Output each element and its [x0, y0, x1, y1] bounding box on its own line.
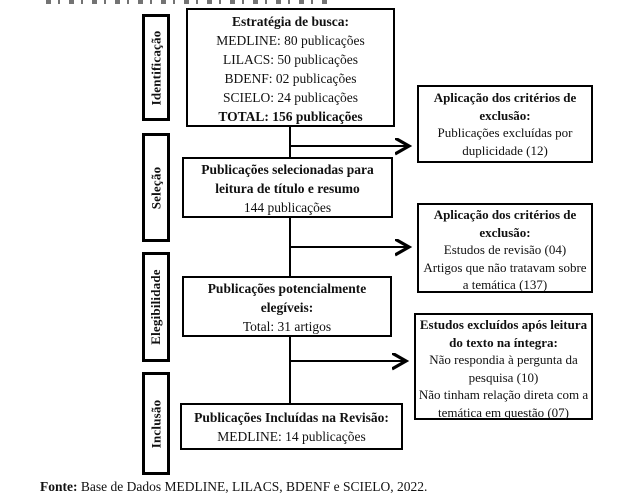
source-text: Base de Dados MEDLINE, LILACS, BDENF e S… — [77, 479, 428, 494]
cropped-text-fragment — [46, 0, 334, 4]
stage-box-inclusao: Inclusão — [142, 372, 170, 475]
flow-box-included: Publicações Incluídas na Revisão: MEDLIN… — [180, 403, 403, 450]
box-line: SCIELO: 24 publicações — [223, 90, 358, 105]
box-line: Artigos que não tratavam sobre a temátic… — [423, 259, 587, 293]
box-title: Estratégia de busca: — [232, 14, 349, 29]
exclusion-box-fulltext: Estudos excluídos após leitura do texto … — [414, 313, 593, 420]
box-line: Não respondia à pergunta da pesquisa (10… — [429, 352, 578, 385]
stage-label: Seleção — [148, 166, 163, 209]
flow-box-eligible: Publicações potencialmente elegíveis: To… — [182, 276, 392, 337]
box-line: MEDLINE: 80 publicações — [216, 33, 365, 48]
exclusion-box-criteria: Aplicação dos critérios de exclusão: Est… — [417, 203, 593, 293]
box-title: Estudos excluídos após leitura do texto … — [419, 317, 588, 350]
stage-label: Elegibilidade — [148, 269, 163, 345]
box-title: Aplicação dos critérios de exclusão: — [433, 90, 577, 123]
box-line: LILACS: 50 publicações — [223, 52, 358, 67]
box-line: Não tinham relação direta com a temática… — [418, 387, 589, 420]
box-line: Total: 31 artigos — [242, 319, 332, 334]
stage-label: Identificação — [148, 30, 163, 105]
stage-box-elegibilidade: Elegibilidade — [142, 252, 170, 362]
box-title: Aplicação dos critérios de exclusão: — [433, 207, 577, 240]
box-title: Publicações selecionadas para leitura de… — [201, 162, 374, 196]
box-total: TOTAL: 156 publicações — [218, 109, 363, 124]
box-line: BDENF: 02 publicações — [224, 71, 357, 86]
box-title: Publicações potencialmente elegíveis: — [207, 281, 367, 315]
source-label: Fonte: — [40, 479, 78, 494]
stage-box-selecao: Seleção — [142, 133, 170, 242]
exclusion-box-duplicates: Aplicação dos critérios de exclusão: Pub… — [417, 85, 593, 163]
box-line: 144 publicações — [243, 200, 332, 215]
box-title: Publicações Incluídas na Revisão: — [194, 410, 389, 425]
box-line: Estudos de revisão (04) — [443, 242, 567, 258]
box-line: Publicações excluídas por duplicidade (1… — [437, 125, 573, 158]
box-line: MEDLINE: 14 publicações — [217, 429, 366, 444]
source-note: Fonte: Base de Dados MEDLINE, LILACS, BD… — [40, 479, 600, 495]
flow-box-search-strategy: Estratégia de busca: MEDLINE: 80 publica… — [186, 8, 395, 127]
stage-label: Inclusão — [148, 399, 163, 448]
stage-box-identificacao: Identificação — [142, 14, 170, 121]
flow-box-selected: Publicações selecionadas para leitura de… — [182, 157, 393, 218]
